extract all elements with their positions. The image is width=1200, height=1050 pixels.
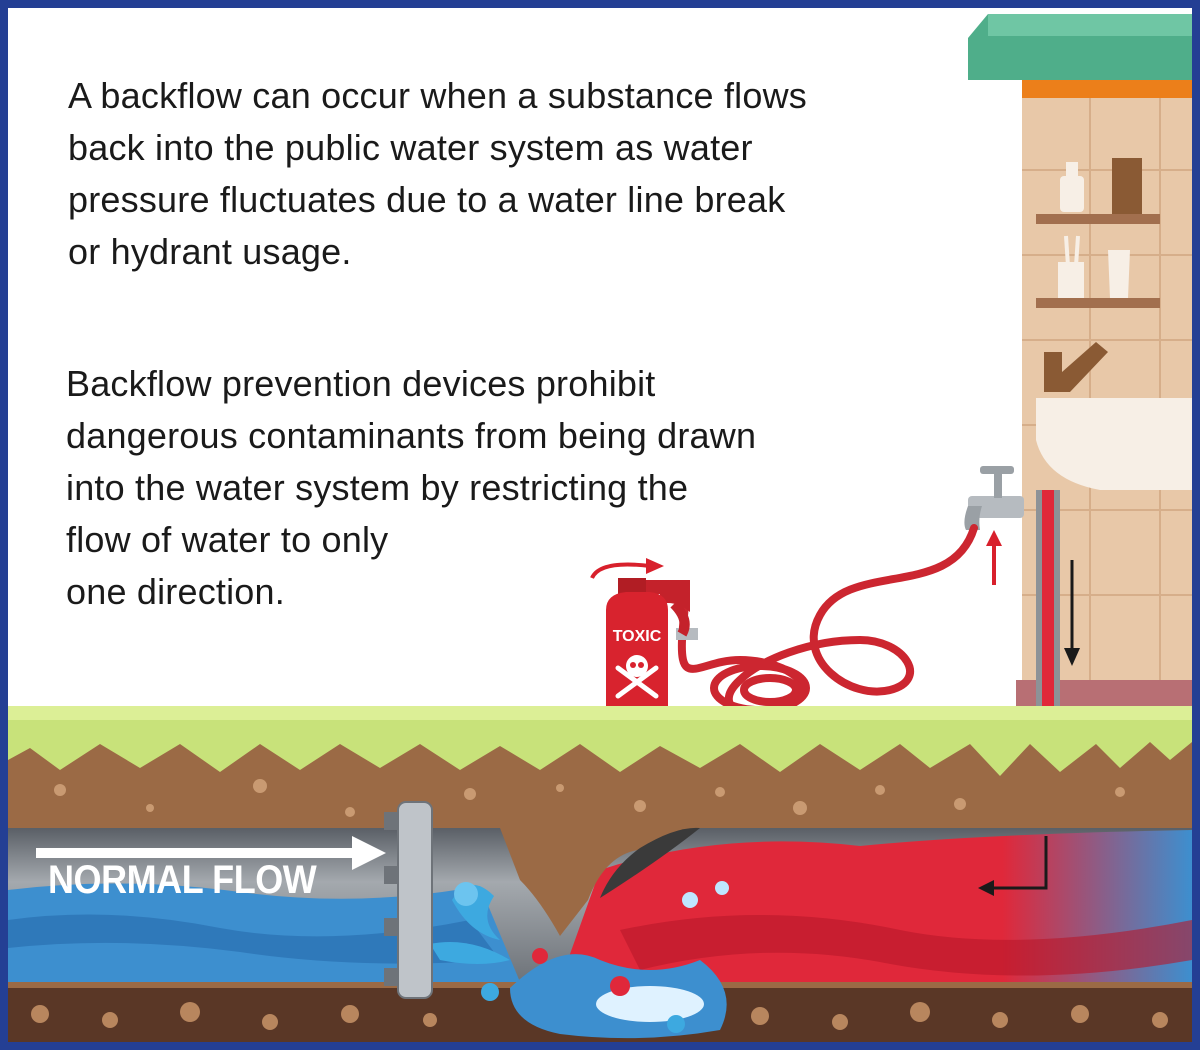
spray-arrow — [590, 562, 651, 580]
bottle-icon — [1060, 162, 1084, 212]
sink-faucet-icon — [1044, 342, 1108, 392]
building — [968, 14, 1200, 708]
upward-flow-arrow — [986, 530, 1002, 585]
backflow-arrow — [978, 836, 1048, 896]
downward-flow-arrow — [1064, 560, 1080, 666]
shelf-upper — [1036, 214, 1160, 224]
normal-flow-label: NORMAL FLOW — [48, 858, 317, 902]
prevention-devices-text: Backflow prevention devices prohibit dan… — [66, 363, 757, 612]
tube-icon — [1112, 158, 1142, 214]
backflow-prevention-device — [384, 801, 433, 999]
bottom-rocks — [31, 1002, 1168, 1030]
awning-top — [988, 14, 1200, 36]
toxic-sprayer: TOXIC — [590, 558, 698, 706]
grass — [8, 706, 1192, 776]
lotion-icon — [1108, 250, 1130, 298]
backflow-definition-text: A backflow can occur when a substance fl… — [68, 75, 807, 272]
sink-basin — [1036, 398, 1200, 490]
skull-crossbones-icon — [615, 655, 659, 699]
toxic-label: TOXIC — [613, 628, 662, 645]
toothbrush-cup-icon — [1058, 235, 1084, 298]
pipe-break — [500, 828, 700, 936]
normal-flow-arrow — [36, 836, 386, 870]
soil-pebbles — [54, 779, 1125, 817]
shelf-lower — [1036, 298, 1160, 308]
awning-trim — [1022, 80, 1200, 98]
leak-splash — [430, 881, 729, 1039]
outdoor-tap — [964, 466, 1024, 530]
